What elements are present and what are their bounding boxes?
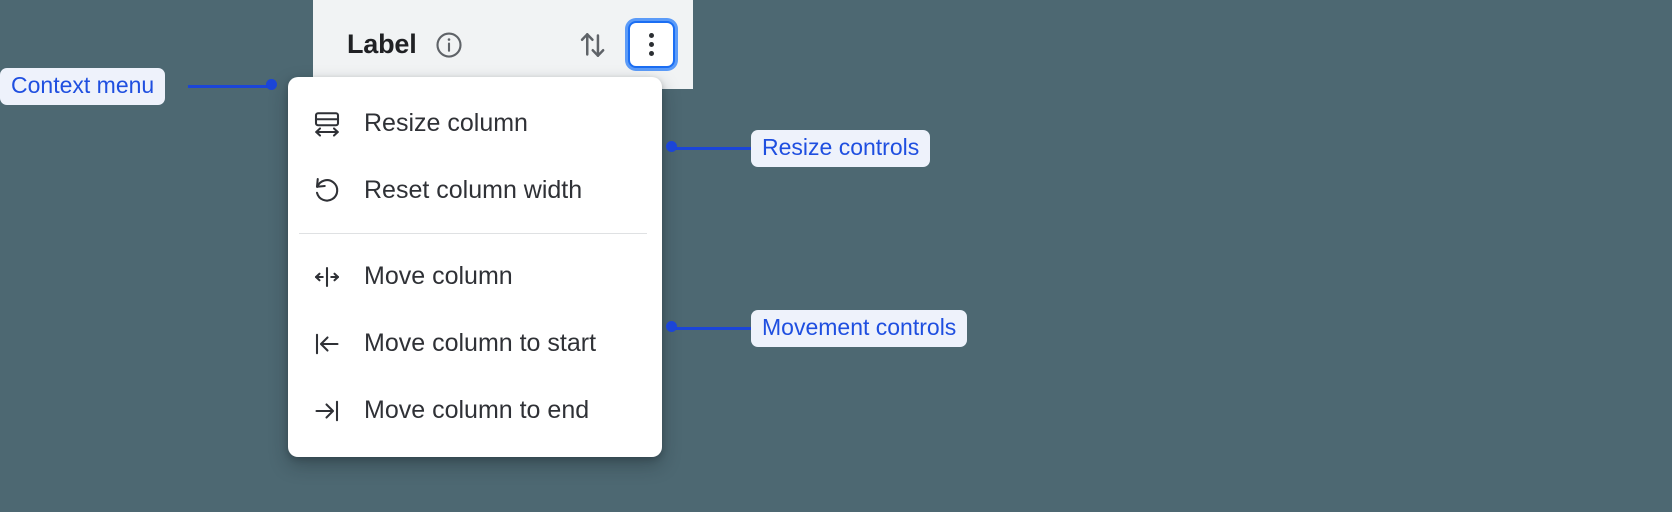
more-vert-icon [649,42,654,47]
menu-item-move-column-to-start[interactable]: Move column to start [288,310,662,377]
menu-item-label: Resize column [364,109,528,137]
menu-item-label: Move column to end [364,396,590,424]
menu-item-move-column[interactable]: Move column [288,243,662,310]
page-title: Label [347,29,417,59]
move-to-end-icon [310,394,344,428]
annotation-movement-controls: Movement controls [751,310,968,347]
menu-item-label: Reset column width [364,176,583,204]
more-vert-icon [649,33,654,38]
info-circle-icon[interactable] [434,30,464,60]
leader-dot-context-menu [266,79,277,90]
leader-line-resize [672,147,754,150]
menu-item-label: Move column to start [364,329,597,357]
leader-line-movement [672,327,754,330]
menu-item-label: Move column [364,262,513,290]
sort-arrows-icon[interactable] [573,26,611,64]
menu-item-resize-column[interactable]: Resize column [288,90,662,157]
leader-dot-resize [666,141,677,152]
menu-item-move-column-to-end[interactable]: Move column to end [288,377,662,444]
annotation-resize-controls: Resize controls [751,130,931,167]
column-header-card: Label [313,0,693,89]
move-column-icon [310,260,344,294]
menu-divider [299,233,647,234]
reset-width-icon [310,174,344,208]
column-context-menu: Resize column Reset column width Move co… [288,77,662,457]
more-vert-icon [649,51,654,56]
annotation-context-menu: Context menu [0,68,166,105]
leader-dot-movement [666,321,677,332]
move-to-start-icon [310,327,344,361]
leader-line-context-menu [188,85,273,88]
resize-column-icon [310,107,344,141]
column-menu-button[interactable] [628,21,675,68]
menu-item-reset-column-width[interactable]: Reset column width [288,157,662,224]
